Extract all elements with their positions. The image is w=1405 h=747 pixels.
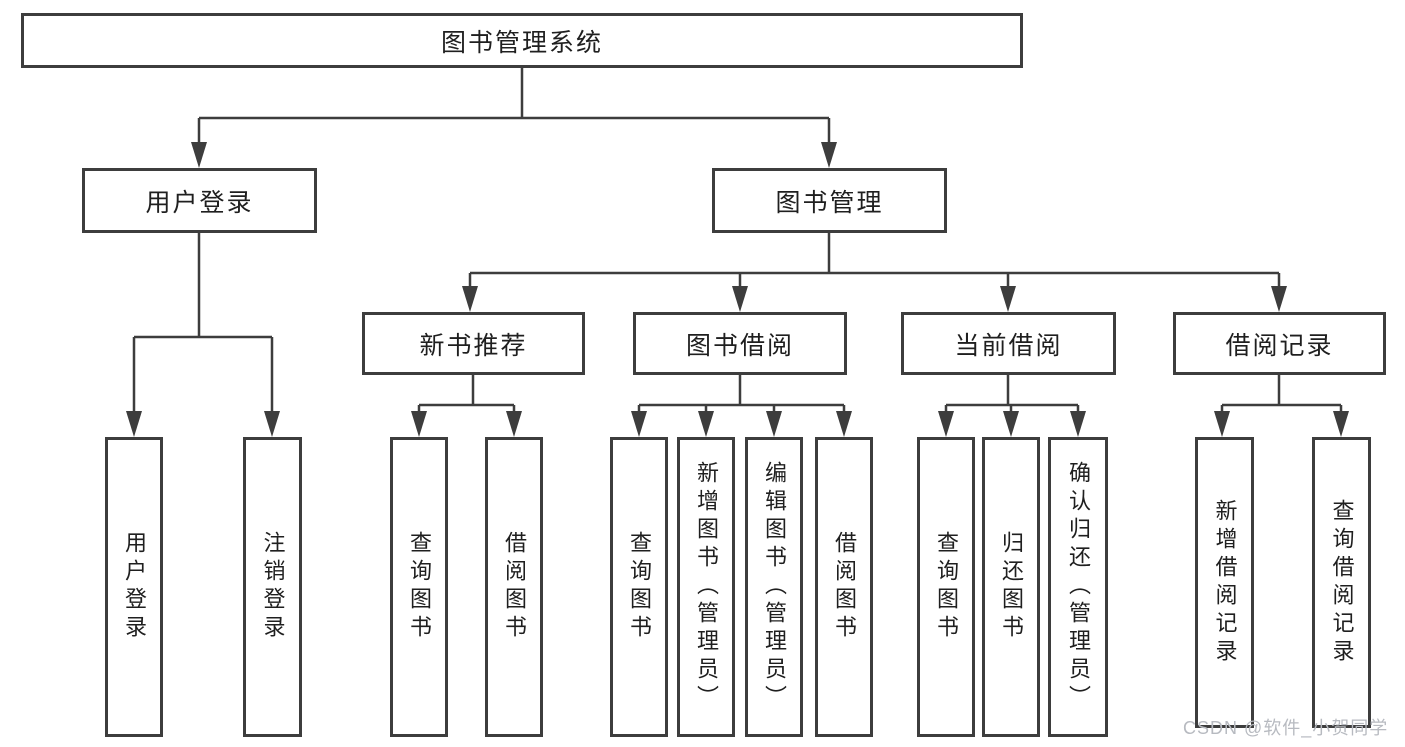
node-user-login: 用户登录 (82, 168, 317, 233)
connector-root-to-level2 (197, 68, 831, 146)
leaf-user-login: 用户登录 (105, 437, 163, 737)
arrowheads-login-to-leaves (126, 411, 280, 437)
arrowhead (821, 142, 837, 168)
arrowhead (411, 411, 427, 437)
arrowhead (264, 411, 280, 437)
arrowhead (698, 411, 714, 437)
connector-borrow-to-leaves (637, 375, 846, 416)
leaf-query-book-borrow: 查询图书 (610, 437, 668, 737)
arrowhead (1333, 411, 1349, 437)
arrowhead (1214, 411, 1230, 437)
node-book-management: 图书管理 (712, 168, 947, 233)
arrowheads-recommend-to-leaves (411, 411, 522, 437)
arrowheads-records-to-leaves (1214, 411, 1349, 437)
arrowheads-mgmt-to-level3 (462, 286, 1287, 312)
leaf-borrow-book: 借阅图书 (815, 437, 873, 737)
leaf-add-borrow-record: 新增借阅记录 (1195, 437, 1254, 728)
leaf-query-borrow-record: 查询借阅记录 (1312, 437, 1371, 728)
leaf-add-book-admin: 新增图书（管理员） (677, 437, 735, 737)
arrowhead (506, 411, 522, 437)
arrowhead (462, 286, 478, 312)
node-borrow-records: 借阅记录 (1173, 312, 1386, 375)
connector-login-to-leaves (132, 233, 274, 415)
arrowhead (126, 411, 142, 437)
node-new-book-recommend: 新书推荐 (362, 312, 585, 375)
connector-records-to-leaves (1220, 375, 1343, 416)
leaf-edit-book-admin: 编辑图书（管理员） (745, 437, 803, 737)
connector-mgmt-to-level3 (468, 233, 1281, 291)
arrowheads-root-to-level2 (191, 142, 837, 168)
arrowhead (191, 142, 207, 168)
arrowhead (836, 411, 852, 437)
arrowhead (766, 411, 782, 437)
node-library-management-system: 图书管理系统 (21, 13, 1023, 68)
leaf-logout: 注销登录 (243, 437, 302, 737)
leaf-confirm-return-admin: 确认归还（管理员） (1048, 437, 1108, 737)
node-current-borrow: 当前借阅 (901, 312, 1116, 375)
arrowhead (938, 411, 954, 437)
arrowheads-current-to-leaves (938, 411, 1086, 437)
connector-recommend-to-leaves (417, 375, 516, 416)
leaf-query-book-current: 查询图书 (917, 437, 975, 737)
node-book-borrow: 图书借阅 (633, 312, 847, 375)
arrowhead (732, 286, 748, 312)
leaf-return-book: 归还图书 (982, 437, 1040, 737)
arrowhead (631, 411, 647, 437)
arrowhead (1003, 411, 1019, 437)
leaf-query-book-recommend: 查询图书 (390, 437, 448, 737)
arrowhead (1070, 411, 1086, 437)
connector-current-to-leaves (944, 375, 1080, 416)
arrowhead (1000, 286, 1016, 312)
arrowheads-borrow-to-leaves (631, 411, 852, 437)
leaf-borrow-book-recommend: 借阅图书 (485, 437, 543, 737)
arrowhead (1271, 286, 1287, 312)
csdn-watermark: CSDN @软件_小贺同学 (1183, 718, 1389, 738)
